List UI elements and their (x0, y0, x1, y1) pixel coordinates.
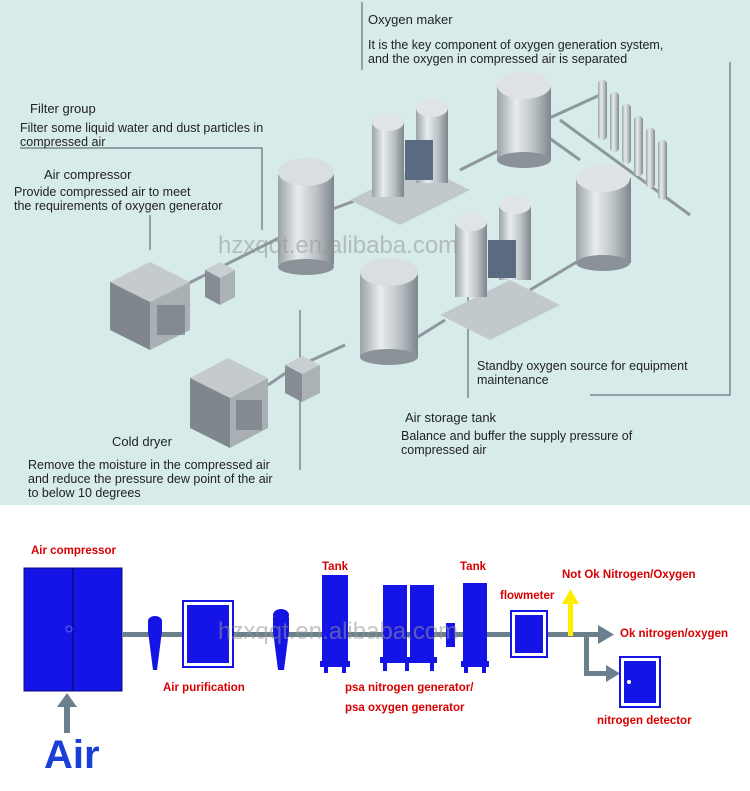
filter-group-desc-1: Filter some liquid water and dust partic… (20, 121, 264, 135)
psa-generator-unit (380, 585, 437, 671)
filter-group-title: Filter group (30, 101, 96, 116)
oxygen-tank-top (497, 71, 551, 168)
cold-dryer-title: Cold dryer (112, 434, 172, 449)
standby-desc-2: maintenance (477, 373, 549, 387)
air-compressor-1 (110, 262, 190, 350)
oxygen-cylinders (598, 80, 667, 200)
tank-1-unit (320, 575, 350, 673)
system-illustration-panel: Oxygen maker It is the key component of … (0, 0, 750, 505)
watermark-top: hzxqqt.en.alibaba.com (218, 232, 459, 259)
air-compressor-unit (23, 567, 123, 692)
psa-label-line1: psa nitrogen generator/ (345, 682, 474, 694)
tank-1-label: Tank (322, 561, 348, 573)
tank-2-unit (461, 583, 489, 673)
nitrogen-detector-unit (619, 656, 661, 708)
oxygen-tank-right (576, 164, 631, 271)
ok-arrow-head (598, 625, 614, 644)
not-ok-label: Not Ok Nitrogen/Oxygen (562, 569, 696, 581)
standby-desc-1: Standby oxygen source for equipment (477, 359, 688, 373)
oxygen-maker-desc-1: It is the key component of oxygen genera… (368, 38, 664, 52)
air-storage-tank-desc-1: Balance and buffer the supply pressure o… (401, 429, 633, 443)
air-tank-1 (278, 158, 334, 275)
flow-line (57, 625, 620, 733)
filter-box-1 (205, 262, 235, 305)
ok-label: Ok nitrogen/oxygen (620, 628, 728, 640)
air-purification-label: Air purification (163, 682, 245, 694)
air-compressor-label: Air compressor (31, 545, 117, 557)
psa-label-line2: psa oxygen generator (345, 702, 465, 714)
air-storage-tank-desc-2: compressed air (401, 443, 487, 457)
air-label: Air (44, 733, 100, 777)
air-compressor-desc-2: the requirements of oxygen generator (14, 199, 223, 213)
oxygen-maker-1 (350, 99, 470, 225)
cold-dryer-desc-1: Remove the moisture in the compressed ai… (28, 458, 270, 472)
air-arrow-head (57, 693, 77, 707)
flowmeter-label: flowmeter (500, 590, 555, 602)
process-flow-panel: Air compressor Air purification Tank Tan… (0, 505, 750, 791)
process-flow-diagram (23, 567, 661, 733)
air-tank-2 (360, 258, 418, 365)
filter-box-2 (285, 356, 320, 402)
system-illustration (20, 2, 731, 470)
air-filter-2 (273, 609, 289, 670)
oxygen-maker-2 (440, 196, 560, 340)
not-ok-arrow (562, 589, 579, 636)
nitrogen-detector-label: nitrogen detector (597, 715, 692, 727)
air-storage-tank-title: Air storage tank (405, 410, 497, 425)
air-compressor-2 (190, 358, 268, 448)
filter-group-desc-2: compressed air (20, 135, 106, 149)
cold-dryer-desc-2: and reduce the pressure dew point of the… (28, 472, 273, 486)
air-filter-1 (148, 616, 162, 670)
air-purification-unit (182, 600, 234, 668)
oxygen-maker-desc-2: and the oxygen in compressed air is sepa… (368, 52, 628, 66)
air-compressor-desc-1: Provide compressed air to meet (14, 185, 191, 199)
oxygen-maker-title: Oxygen maker (368, 12, 453, 27)
watermark-bottom: hzxqqt.en.alibaba.com (218, 618, 459, 645)
air-compressor-title: Air compressor (44, 167, 132, 182)
cold-dryer-desc-3: to below 10 degrees (28, 486, 141, 500)
valve (446, 623, 455, 647)
tank-2-label: Tank (460, 561, 486, 573)
flowmeter-unit (510, 610, 548, 658)
